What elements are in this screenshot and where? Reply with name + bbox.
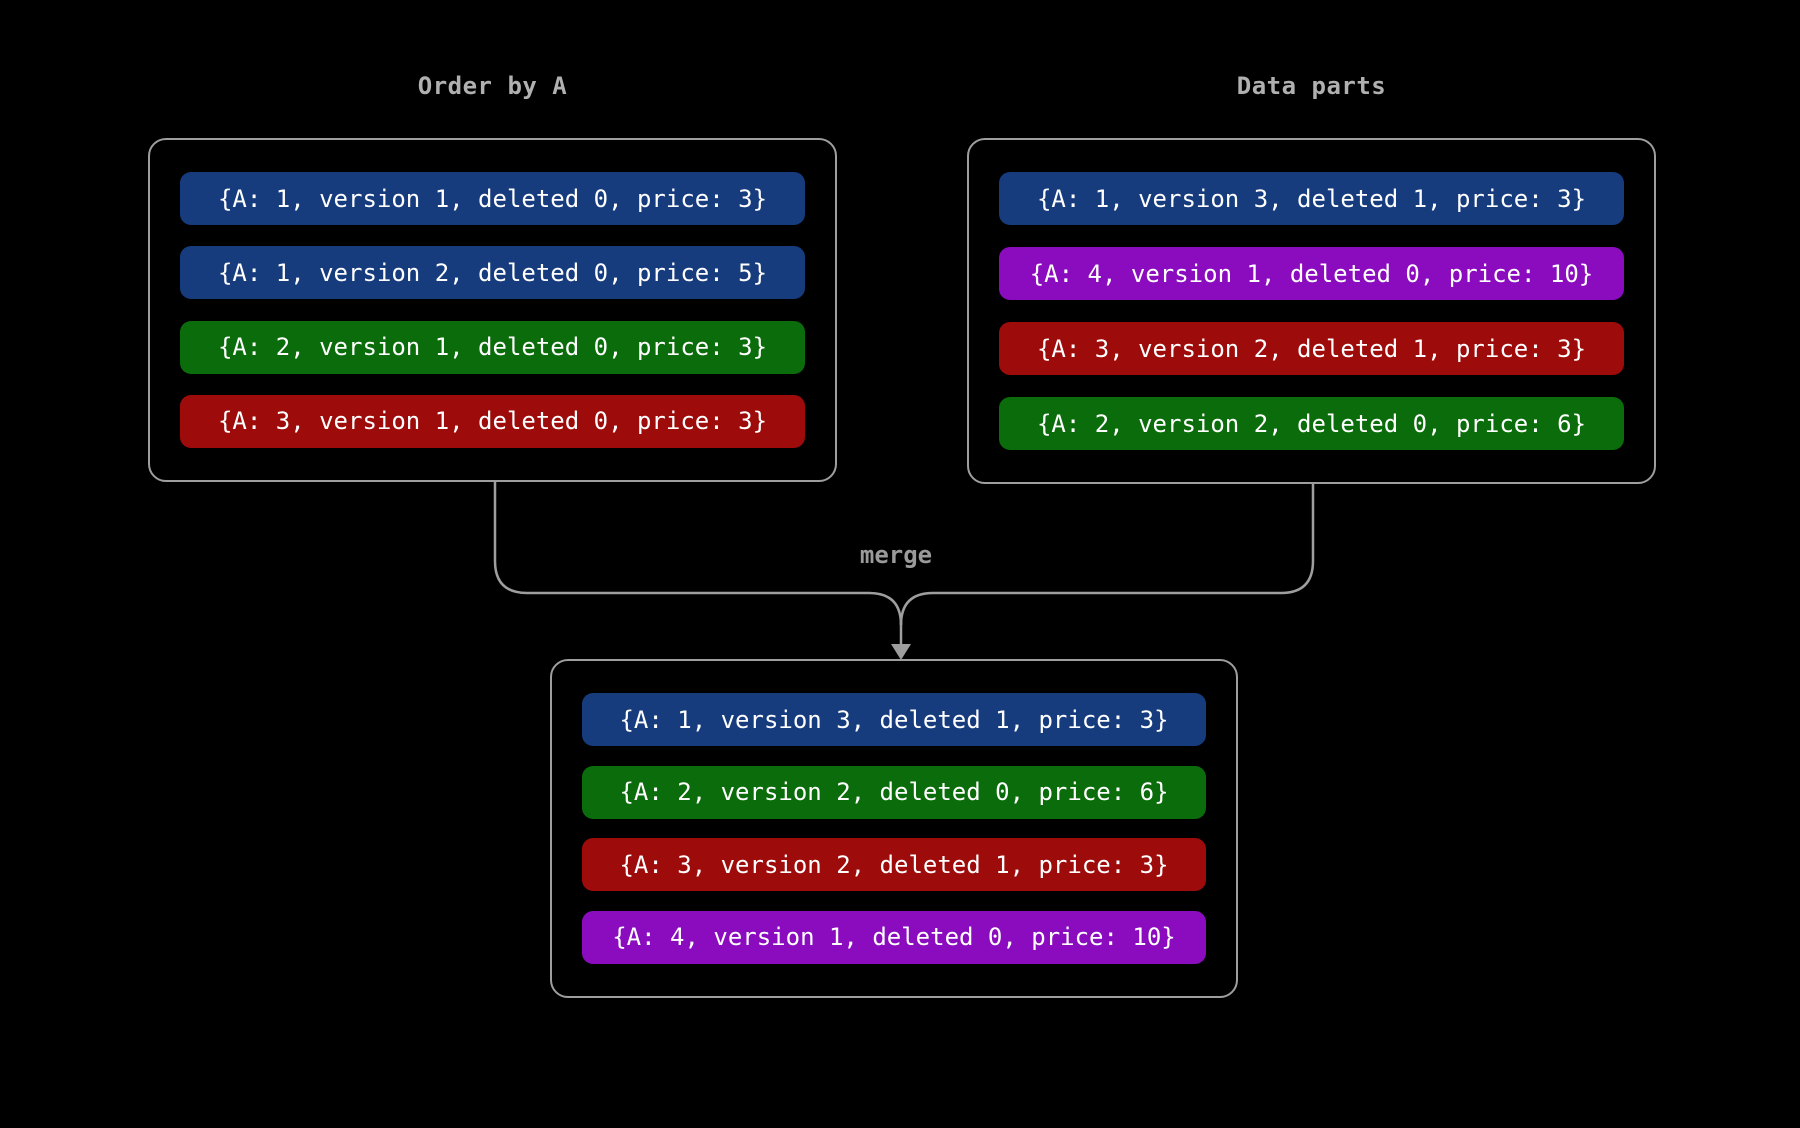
arrow-down-icon — [891, 644, 911, 660]
data-row: {A: 3, version 2, deleted 1, price: 3} — [999, 322, 1624, 375]
connector-left-branch — [493, 481, 903, 626]
right-panel-title: Data parts — [1236, 72, 1387, 100]
data-row: {A: 1, version 1, deleted 0, price: 3} — [180, 172, 805, 225]
data-row: {A: 2, version 1, deleted 0, price: 3} — [180, 320, 805, 374]
merged-result-panel: {A: 1, version 3, deleted 1, price: 3} {… — [550, 659, 1238, 998]
data-row: {A: 3, version 1, deleted 0, price: 3} — [180, 394, 805, 448]
connector-right-branch — [899, 483, 1315, 626]
data-row: {A: 1, version 3, deleted 1, price: 3} — [999, 172, 1624, 225]
data-row: {A: 1, version 3, deleted 1, price: 3} — [582, 693, 1206, 746]
left-panel-title: Order by A — [417, 72, 568, 100]
order-by-a-panel: {A: 1, version 1, deleted 0, price: 3} {… — [148, 138, 837, 482]
data-row: {A: 1, version 2, deleted 0, price: 5} — [180, 246, 805, 300]
merge-label: merge — [859, 541, 933, 569]
data-row: {A: 4, version 1, deleted 0, price: 10} — [582, 910, 1206, 964]
data-row: {A: 3, version 2, deleted 1, price: 3} — [582, 838, 1206, 892]
data-parts-panel: {A: 1, version 3, deleted 1, price: 3} {… — [967, 138, 1656, 484]
data-row: {A: 4, version 1, deleted 0, price: 10} — [999, 247, 1624, 300]
data-row: {A: 2, version 2, deleted 0, price: 6} — [999, 397, 1624, 450]
data-row: {A: 2, version 2, deleted 0, price: 6} — [582, 765, 1206, 819]
